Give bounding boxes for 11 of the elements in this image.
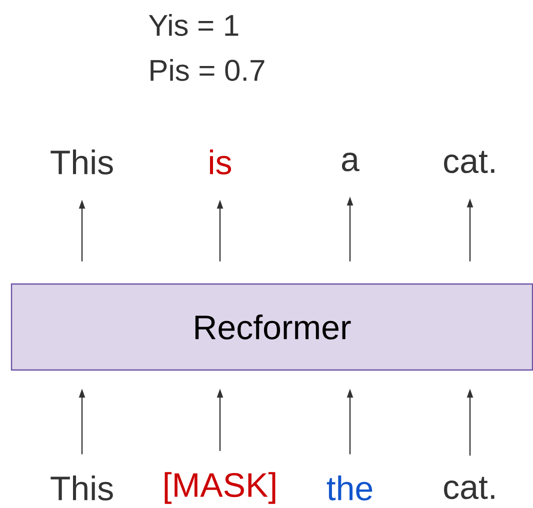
word: This xyxy=(50,150,113,174)
word: [MASK] xyxy=(164,472,276,504)
word: a xyxy=(342,152,360,172)
formula-text: Yis = 1 xyxy=(148,14,238,36)
word: cat. xyxy=(444,150,494,174)
model-box: Recformer xyxy=(10,283,533,371)
word: cat. xyxy=(444,476,494,500)
word: This xyxy=(50,476,113,500)
formula-text: Pis = 0.7 xyxy=(150,58,264,81)
word: the xyxy=(326,476,372,500)
word: is xyxy=(210,150,232,174)
